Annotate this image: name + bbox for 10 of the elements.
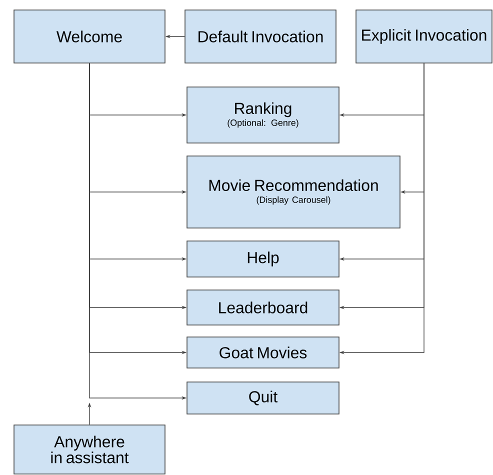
process-box: Help: [186, 240, 340, 278]
process-box: Leaderboard: [186, 290, 340, 326]
process-box: Explicit Invocation: [356, 10, 492, 64]
process-box: Welcome: [14, 10, 166, 64]
process-box: Goat Movies: [186, 336, 340, 368]
process-box: Ranking (Optional: Genre): [186, 86, 340, 144]
process-box: Movie Recommendation (Display Carousel): [186, 156, 400, 228]
process-box: Default Invocation: [184, 10, 336, 64]
process-box: Quit: [186, 382, 340, 414]
process-box: Anywhere in assistant: [14, 424, 166, 474]
